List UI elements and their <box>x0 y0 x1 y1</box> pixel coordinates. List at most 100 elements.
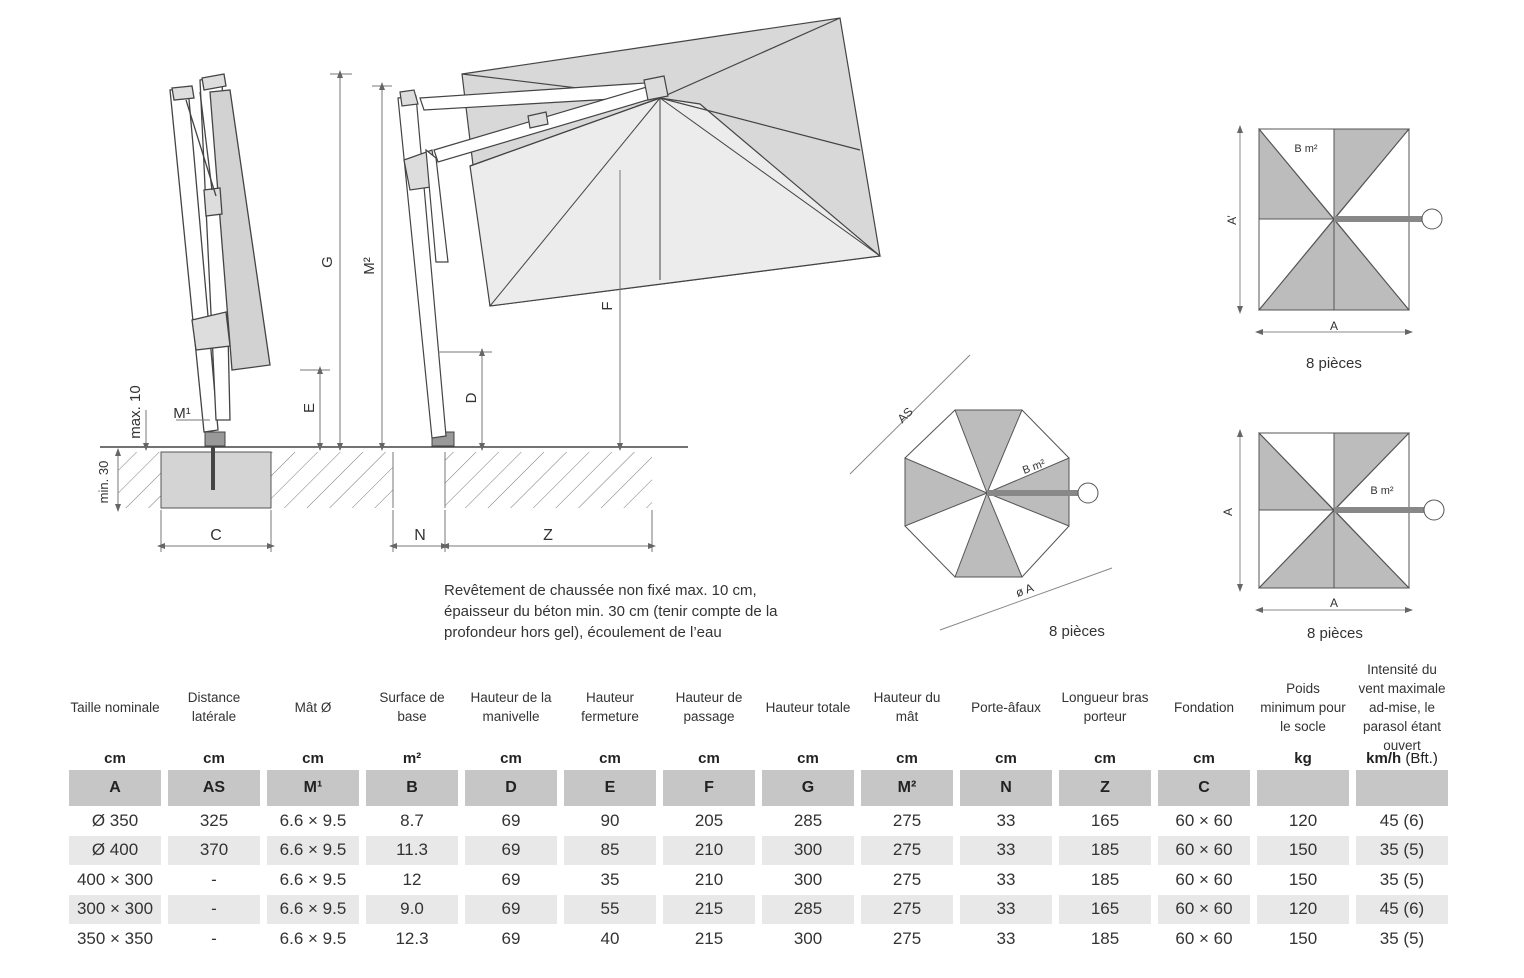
table-cell: 150 <box>1288 928 1318 948</box>
symbol-cell: N <box>960 770 1052 806</box>
ground-section <box>100 431 688 509</box>
column-header: Mât Ø <box>294 699 332 715</box>
table-cell: 90 <box>600 810 620 830</box>
table-cell: 215 <box>694 928 724 948</box>
table-cell: 33 <box>996 810 1016 830</box>
label-A-rect: A <box>1330 319 1338 333</box>
unit-label: cm <box>500 750 522 767</box>
table-cell: 33 <box>960 835 1052 865</box>
symbol-cell: D <box>465 770 557 806</box>
table-cell: 275 <box>892 869 922 889</box>
table-cell: 45 (6) <box>1356 894 1448 924</box>
foundation-note: Revêtement de chaussée non fixé max. 10 … <box>444 580 804 643</box>
table-cell: 205 <box>694 810 724 830</box>
open-parasol <box>397 17 882 451</box>
symbol-cell: F <box>663 770 755 806</box>
table-cell: 185 <box>1059 835 1151 865</box>
note-line: Revêtement de chaussée non fixé max. 10 … <box>444 582 757 599</box>
label-D: D <box>463 392 480 403</box>
dimension-labels: G M² E D F max. 10 min. 30 M¹ C N Z <box>96 256 616 544</box>
symbol-cell <box>1356 770 1448 806</box>
table-cell: 35 (5) <box>1379 869 1425 889</box>
label-min30: min. 30 <box>96 461 111 504</box>
pieces-label-square: 8 pièces <box>1307 625 1363 642</box>
column-header: Hauteur du mât <box>873 690 941 724</box>
table-cell: 60 × 60 <box>1158 894 1250 924</box>
table-cell: 12 <box>402 869 422 889</box>
column-header: Fondation <box>1173 699 1235 715</box>
label-A-square-side: A <box>1221 508 1235 516</box>
table-cell: 185 <box>1090 869 1120 889</box>
table-cell: 165 <box>1059 894 1151 924</box>
table-cell: - <box>211 869 217 889</box>
table-cell: 400 × 300 <box>76 869 154 889</box>
column-header: Intensité du vent maximale ad-mise, le p… <box>1358 661 1446 753</box>
unit-label: cm <box>797 750 819 767</box>
table-cell: 35 (5) <box>1356 835 1448 865</box>
unit-label: cm <box>1193 750 1215 767</box>
table-cell: 6.6 × 9.5 <box>279 869 347 889</box>
table-cell: 60 × 60 <box>1175 869 1233 889</box>
pieces-label-octagon: 8 pièces <box>1049 623 1105 640</box>
octagon-canopy-plan: AS B m² ø A <box>849 354 1113 631</box>
table-cell: 6.6 × 9.5 <box>279 928 347 948</box>
table-cell: 370 <box>168 835 260 865</box>
symbol-cell: A <box>69 770 161 806</box>
label-Aprime: A’ <box>1225 215 1239 225</box>
dimension-lines <box>115 70 656 552</box>
unit-label: cm <box>896 750 918 767</box>
table-cell: 11.3 <box>366 835 458 865</box>
table-cell: 60 × 60 <box>1175 928 1233 948</box>
label-A-square: A <box>1330 596 1338 610</box>
column-header: Hauteur totale <box>765 699 851 715</box>
table-cell: 210 <box>663 835 755 865</box>
label-M2: M² <box>361 257 378 275</box>
unit-label: cm <box>302 750 324 767</box>
pieces-label-rectangle: 8 pièces <box>1306 355 1362 372</box>
unit-label: cm <box>698 750 720 767</box>
table-cell: 8.7 <box>400 810 424 830</box>
unit-bft: (Bft.) <box>1405 750 1438 767</box>
table-cell: Ø 400 <box>69 835 161 865</box>
table-cell: 85 <box>564 835 656 865</box>
rectangle-canopy-plan: B m² A’ A <box>1225 125 1443 335</box>
column-header: Distance latérale <box>187 690 241 724</box>
table-cell: 120 <box>1257 894 1349 924</box>
column-header: Poids minimum pour le socle <box>1260 680 1346 734</box>
table-cell: 285 <box>762 894 854 924</box>
column-header: Hauteur de la manivelle <box>470 690 552 724</box>
table-cell: 12.3 <box>395 928 429 948</box>
table-cell: 300 × 300 <box>69 894 161 924</box>
table-cell: Ø 350 <box>91 810 139 830</box>
table-cell: 60 × 60 <box>1158 835 1250 865</box>
table-cell: 300 <box>793 928 823 948</box>
table-cell: 33 <box>996 869 1016 889</box>
table-cell: 275 <box>861 835 953 865</box>
label-Z: Z <box>543 527 553 544</box>
label-max10: max. 10 <box>127 385 144 438</box>
symbol-cell: M¹ <box>267 770 359 806</box>
parasol-technical-drawing: G M² E D F max. 10 min. 30 M¹ C N Z AS B… <box>96 17 1445 631</box>
table-cell: 165 <box>1090 810 1120 830</box>
table-cell: 215 <box>663 894 755 924</box>
unit-label: kg <box>1294 750 1312 767</box>
table-cell: 45 (6) <box>1379 810 1425 830</box>
symbol-cell: C <box>1158 770 1250 806</box>
column-header: Hauteur de passage <box>675 690 743 724</box>
symbol-cell: M² <box>861 770 953 806</box>
table-cell: 185 <box>1090 928 1120 948</box>
table-cell: 6.6 × 9.5 <box>279 810 347 830</box>
label-G: G <box>319 256 336 268</box>
table-cell: 60 × 60 <box>1175 810 1233 830</box>
table-cell: 35 (5) <box>1379 928 1425 948</box>
table-cell: 285 <box>793 810 823 830</box>
table-cell: 300 <box>793 869 823 889</box>
label-AS: AS <box>895 405 916 426</box>
